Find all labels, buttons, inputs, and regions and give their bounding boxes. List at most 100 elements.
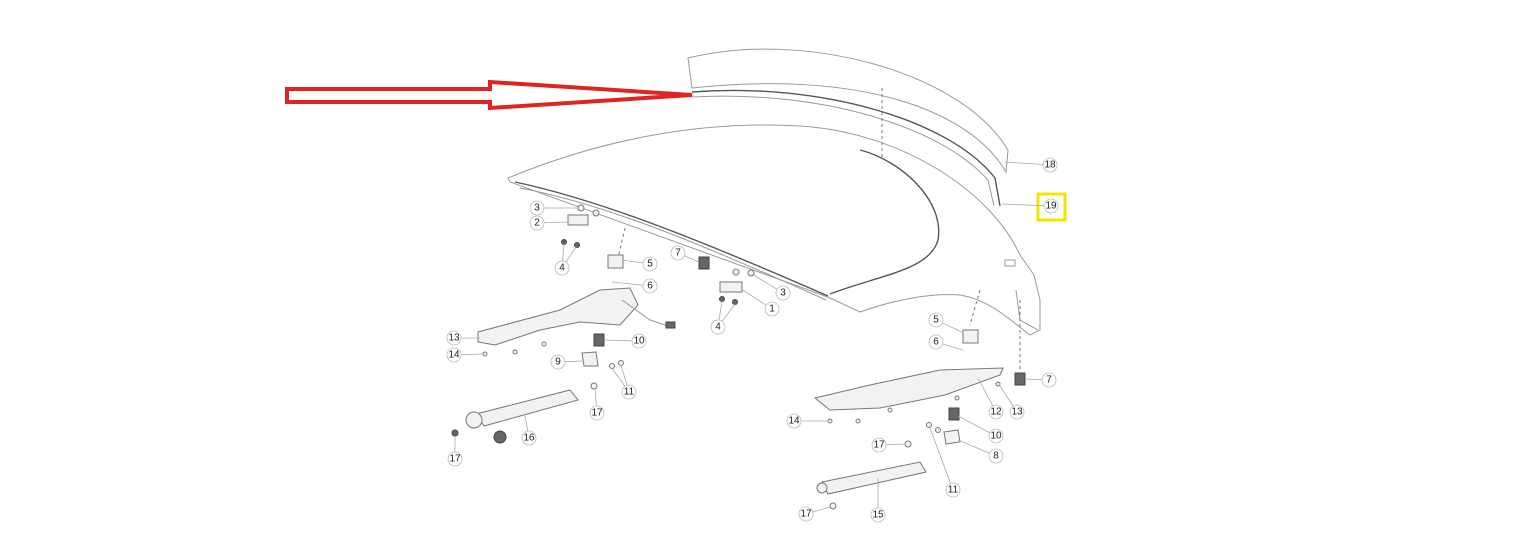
leader-line xyxy=(977,377,994,407)
right-parts xyxy=(813,329,1026,510)
leader-line xyxy=(565,246,577,263)
leader-line xyxy=(812,506,831,513)
callout-circle xyxy=(870,507,886,523)
callout-number: 6 xyxy=(933,337,939,348)
leader-line xyxy=(524,415,529,432)
callout-number: 5 xyxy=(933,315,939,326)
callout-number: 14 xyxy=(788,416,800,427)
callout-number: 7 xyxy=(1046,375,1052,386)
callout-circle xyxy=(945,482,961,498)
callout-8: 8 xyxy=(957,439,1004,464)
callout-number: 11 xyxy=(948,485,959,496)
callout-circle xyxy=(988,404,1004,420)
callout-6: 6 xyxy=(611,278,658,294)
leader-line xyxy=(562,243,565,262)
leader-line xyxy=(885,443,906,446)
callout-circle xyxy=(1009,404,1025,420)
callout-5: 5 xyxy=(928,312,965,334)
leader-line xyxy=(564,360,583,363)
callout-circle xyxy=(521,430,537,446)
hood-panel xyxy=(507,124,1041,336)
callout-number: 11 xyxy=(624,387,635,398)
callout-number: 3 xyxy=(780,288,786,299)
callout-1: 1 xyxy=(742,289,780,317)
leader-line xyxy=(942,322,965,334)
callout-10: 10 xyxy=(603,333,647,349)
callout-6: 6 xyxy=(928,334,964,351)
left-parts xyxy=(451,204,755,444)
callout-17: 17 xyxy=(798,506,831,522)
callout-17: 17 xyxy=(447,436,463,467)
callout-number: 5 xyxy=(647,259,653,270)
callout-circle xyxy=(786,413,802,429)
callout-16: 16 xyxy=(521,415,537,446)
callout-circle xyxy=(529,215,545,231)
callout-number: 6 xyxy=(647,281,653,292)
callout-circle xyxy=(621,384,637,400)
callout-circle xyxy=(550,354,566,370)
callout-circle xyxy=(710,319,726,335)
callout-2: 2 xyxy=(529,215,569,231)
callout-17: 17 xyxy=(589,388,605,421)
callout-circle xyxy=(988,448,1004,464)
leader-line xyxy=(611,367,626,387)
callout-11: 11 xyxy=(611,364,637,400)
leader-line xyxy=(1004,161,1044,165)
callout-11: 11 xyxy=(929,427,961,498)
leader-line xyxy=(751,273,778,290)
callout-number: 19 xyxy=(1045,201,1057,212)
leader-line xyxy=(1001,203,1045,207)
callout-number: 15 xyxy=(872,510,884,521)
red-pointer-arrow xyxy=(285,79,693,111)
leader-line xyxy=(742,289,767,306)
callout-number: 14 xyxy=(448,350,460,361)
callout-circle xyxy=(1043,198,1059,214)
callout-5: 5 xyxy=(621,256,658,272)
callout-number: 17 xyxy=(800,509,812,520)
callout-circle xyxy=(642,256,658,272)
leader-line xyxy=(460,353,484,356)
callout-circle xyxy=(631,333,647,349)
callout-4: 4 xyxy=(710,300,736,335)
callout-number: 10 xyxy=(990,431,1002,442)
leader-line xyxy=(684,255,700,263)
callout-circle xyxy=(928,334,944,350)
callout-number: 7 xyxy=(675,248,681,259)
callout-circle xyxy=(871,437,887,453)
callout-circle xyxy=(775,285,791,301)
leader-line xyxy=(1024,378,1043,381)
callout-number: 17 xyxy=(591,408,603,419)
leader-line xyxy=(957,439,990,454)
callout-number: 16 xyxy=(523,433,535,444)
leader-line xyxy=(621,259,644,264)
callout-circle xyxy=(589,405,605,421)
callout-7: 7 xyxy=(670,245,700,263)
callout-19: 19 xyxy=(1001,198,1059,214)
callout-number: 3 xyxy=(534,203,540,214)
callout-18: 18 xyxy=(1004,157,1058,173)
callout-number: 13 xyxy=(1011,407,1023,418)
callout-3: 3 xyxy=(529,200,578,216)
callout-number: 10 xyxy=(633,336,645,347)
callout-circle xyxy=(764,301,780,317)
leader-line xyxy=(594,388,597,407)
callout-circle xyxy=(670,245,686,261)
callout-12: 12 xyxy=(977,377,1004,420)
leader-line xyxy=(942,343,964,351)
callout-number: 8 xyxy=(993,451,999,462)
callout-number: 4 xyxy=(715,322,721,333)
spoiler-panel xyxy=(687,48,1009,174)
leader-line xyxy=(620,364,628,386)
leader-line xyxy=(718,300,723,321)
callout-number: 2 xyxy=(534,218,540,229)
callout-13: 13 xyxy=(446,330,480,346)
callout-circle xyxy=(447,451,463,467)
leader-line xyxy=(929,427,951,484)
callout-circle xyxy=(928,312,944,328)
callout-number: 1 xyxy=(769,304,775,315)
callout-circle xyxy=(554,260,570,276)
callout-circle xyxy=(446,347,462,363)
callout-number: 18 xyxy=(1044,160,1056,171)
callout-circle xyxy=(446,330,462,346)
